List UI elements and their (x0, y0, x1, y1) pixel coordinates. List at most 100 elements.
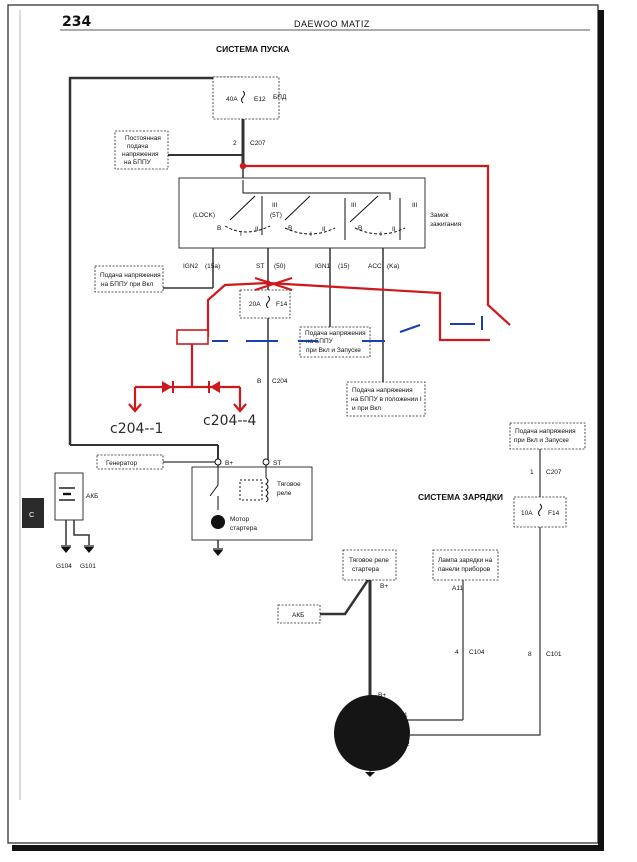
page-shadow-bottom (12, 845, 604, 851)
c204-pin: B (257, 378, 261, 385)
blue-marks (212, 316, 483, 342)
switch-acc: ACC (368, 263, 382, 270)
terminal-st (262, 458, 270, 466)
switch-arm-1 (229, 195, 256, 221)
switch-arc-2 (284, 227, 336, 235)
pos1-power-box (346, 381, 426, 417)
relay-core (239, 479, 263, 501)
switch-lock: (LOCK) (193, 212, 215, 219)
alternator-ground-icon (365, 772, 375, 777)
c207-pin: 2 (233, 140, 237, 147)
red-modification (128, 164, 511, 413)
on-power-line2: на БППУ при Вкл (101, 281, 153, 288)
fuse-f14-20a-rating: 20A (249, 301, 261, 308)
wire-battery-g101 (73, 520, 90, 545)
starter-assembly-box (191, 466, 313, 541)
red-cross-b (254, 276, 293, 292)
c101-pin: 8 (528, 651, 532, 658)
fuse-f14-10a-id: F14 (548, 510, 560, 517)
handwritten-c204-4: c204--4 (203, 413, 257, 429)
switch-i-1: I (240, 231, 242, 238)
switch-ii-2: II (322, 226, 326, 233)
fuse-f14-20a-box (239, 289, 291, 319)
switch-arc-1 (224, 225, 271, 233)
switch-st: ST (256, 263, 264, 270)
wire-battery-feed (68, 76, 243, 445)
section-title-charge: СИСТЕМА ЗАРЯДКИ (418, 492, 503, 502)
const-power-line2: подача (127, 143, 149, 150)
switch-b-3: B (358, 225, 362, 232)
generator-box (96, 454, 164, 470)
black-wires (65, 76, 541, 772)
c101-label: C101 (546, 651, 562, 658)
switch-15: (15) (338, 263, 350, 270)
switch-bus (242, 180, 391, 200)
red-junction (265, 280, 271, 286)
alternator-pin2: 2 (406, 741, 410, 748)
c207b-label: C207 (546, 469, 562, 476)
label-st: ST (273, 460, 281, 467)
starter-contact (209, 465, 219, 497)
terminal-bplus (214, 458, 222, 466)
switch-ign1: IGN1 (315, 263, 331, 270)
starter-motor-icon (211, 515, 225, 529)
alternator-icon (334, 695, 410, 771)
right-power-line1: Подача напряжения (515, 428, 576, 435)
switch-arm-2 (284, 195, 311, 221)
fuse-symbol-e12 (241, 90, 245, 104)
ground-g101: G101 (80, 563, 96, 570)
battery-box (54, 472, 84, 521)
const-power-line1: Постоянная (125, 135, 161, 142)
ign-switch-line1: Замок (430, 212, 449, 219)
c204-label: C204 (272, 378, 288, 385)
switch-arm-3 (349, 195, 379, 223)
fuse-f14-10a-box (513, 496, 567, 528)
side-tab (22, 498, 44, 528)
fuse-rating: 40A (226, 96, 238, 103)
right-power-box (509, 422, 586, 450)
switch-50: (50) (274, 263, 286, 270)
ground-symbols (61, 545, 223, 550)
on-start-line3: при Вкл и Запуске (306, 347, 361, 354)
c104-pin: 4 (455, 649, 459, 656)
wire-akb2 (320, 579, 370, 616)
traction-relay-line1: Тяговое (277, 481, 301, 488)
starter-relay-line1: Тяговое реле (349, 557, 389, 564)
switch-iii-2: III (351, 202, 357, 209)
ground-g104: G104 (56, 563, 72, 570)
starter-relay-box (342, 549, 397, 581)
diode-right-icon (210, 381, 220, 393)
pos1-line3: и при Вкл (352, 405, 381, 412)
ground1-icon (61, 547, 71, 553)
switch-i-2: I (310, 231, 312, 238)
const-power-line4: на БППУ (124, 159, 152, 166)
const-power-box (114, 130, 169, 170)
fuse-f14-20a-id: F14 (276, 301, 288, 308)
ground3-icon (213, 550, 223, 556)
on-power-box (94, 265, 164, 293)
c207b-pin: 1 (530, 469, 534, 476)
handwritten-c204-1: c204--1 (110, 421, 163, 437)
switch-5t: (5T) (270, 212, 282, 219)
switch-b-1: B (217, 225, 221, 232)
switch-arc-3 (354, 227, 406, 235)
pos1-line2: на БППУ в положении I (351, 396, 422, 403)
ignition-switch-box (178, 177, 426, 249)
ground2-icon (84, 547, 94, 553)
starter-internals (209, 465, 269, 510)
on-power-line1: Подача напряжения (100, 272, 161, 279)
switch-b-2: B (288, 225, 292, 232)
switch-ii-3: II (392, 226, 396, 233)
red-arrow-right-icon (233, 403, 247, 413)
alternator-pin1: 1 (404, 712, 408, 719)
switch-iii-3: III (412, 202, 418, 209)
relay-coil (265, 477, 269, 503)
ign-switch-line2: зажигания (430, 221, 462, 228)
charge-lamp-box (432, 549, 499, 581)
starter-motor-line2: стартера (230, 525, 257, 532)
diode-left-icon (162, 381, 172, 393)
const-power-line3: напряжения (122, 151, 159, 158)
c104-label: C104 (469, 649, 485, 656)
switch-contacts (224, 180, 406, 240)
